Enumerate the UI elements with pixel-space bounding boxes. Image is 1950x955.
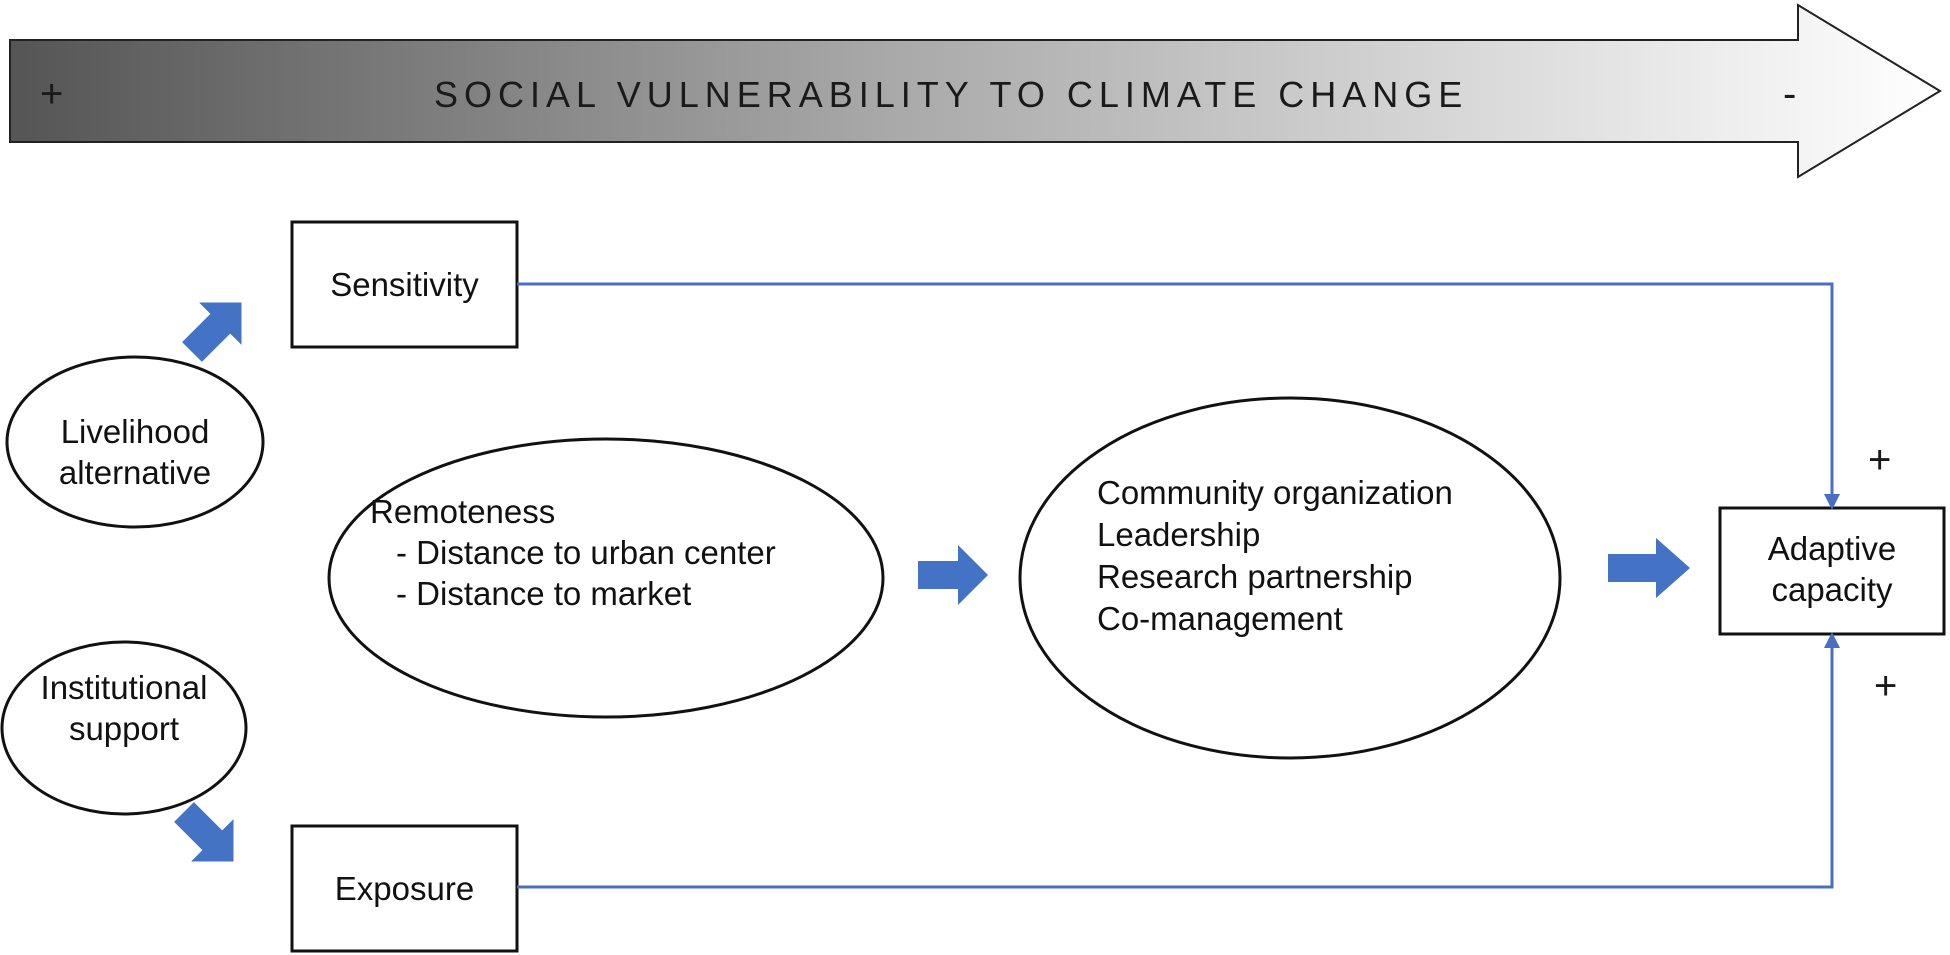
institutional-label: Institutional support [4,667,244,749]
community-ellipse [1018,396,1562,760]
remoteness-item-urban: - Distance to urban center [396,534,776,571]
banner-left-sign: + [40,72,64,116]
livelihood-label: Livelihood alternative [20,411,250,493]
exposure-label: Exposure [334,870,475,907]
exposure-to-capacity-connector [517,636,1834,889]
connector-arrowhead-up [1824,632,1840,648]
banner-right-sign: - [1783,72,1797,116]
community-to-capacity-arrow [1608,538,1690,598]
community-label: Community organization Leadership Resear… [1097,472,1453,640]
livelihood-to-sensitivity-arrow [182,302,242,362]
remoteness-to-community-arrow [918,545,988,605]
exposure-box [290,824,519,953]
adaptive-capacity-box [1718,506,1946,636]
adaptive-capacity-label: Adaptive capacity [1720,528,1944,610]
institutional-line-1: Institutional [40,669,208,706]
vulnerability-gradient-arrow [9,3,1942,179]
sensitivity-to-capacity-connector [517,282,1834,506]
adaptive-line-2: capacity [1771,571,1893,608]
adaptive-line-1: Adaptive [1767,530,1897,567]
remoteness-heading: Remoteness [370,493,556,530]
institutional-ellipse [0,640,248,816]
community-item-leadership: Leadership [1097,516,1261,553]
connector-arrowhead-down [1824,494,1840,510]
remoteness-ellipse [327,437,885,719]
livelihood-line-2: alternative [58,454,212,491]
community-item-comanagement: Co-management [1097,600,1343,637]
institutional-line-2: support [68,710,180,747]
sensitivity-label: Sensitivity [330,266,479,303]
community-item-research: Research partnership [1097,558,1413,595]
bottom-plus-sign: + [1874,664,1898,708]
banner-title: SOCIAL VULNERABILITY TO CLIMATE CHANGE [434,74,1469,115]
community-item-organization: Community organization [1097,474,1453,511]
livelihood-ellipse [5,355,265,529]
livelihood-line-1: Livelihood [60,413,210,450]
remoteness-item-market: - Distance to market [396,575,692,612]
remoteness-label: Remoteness - Distance to urban center - … [370,491,776,614]
sensitivity-box [290,220,519,349]
top-plus-sign: + [1868,438,1892,482]
institutional-to-exposure-arrow [174,802,234,862]
